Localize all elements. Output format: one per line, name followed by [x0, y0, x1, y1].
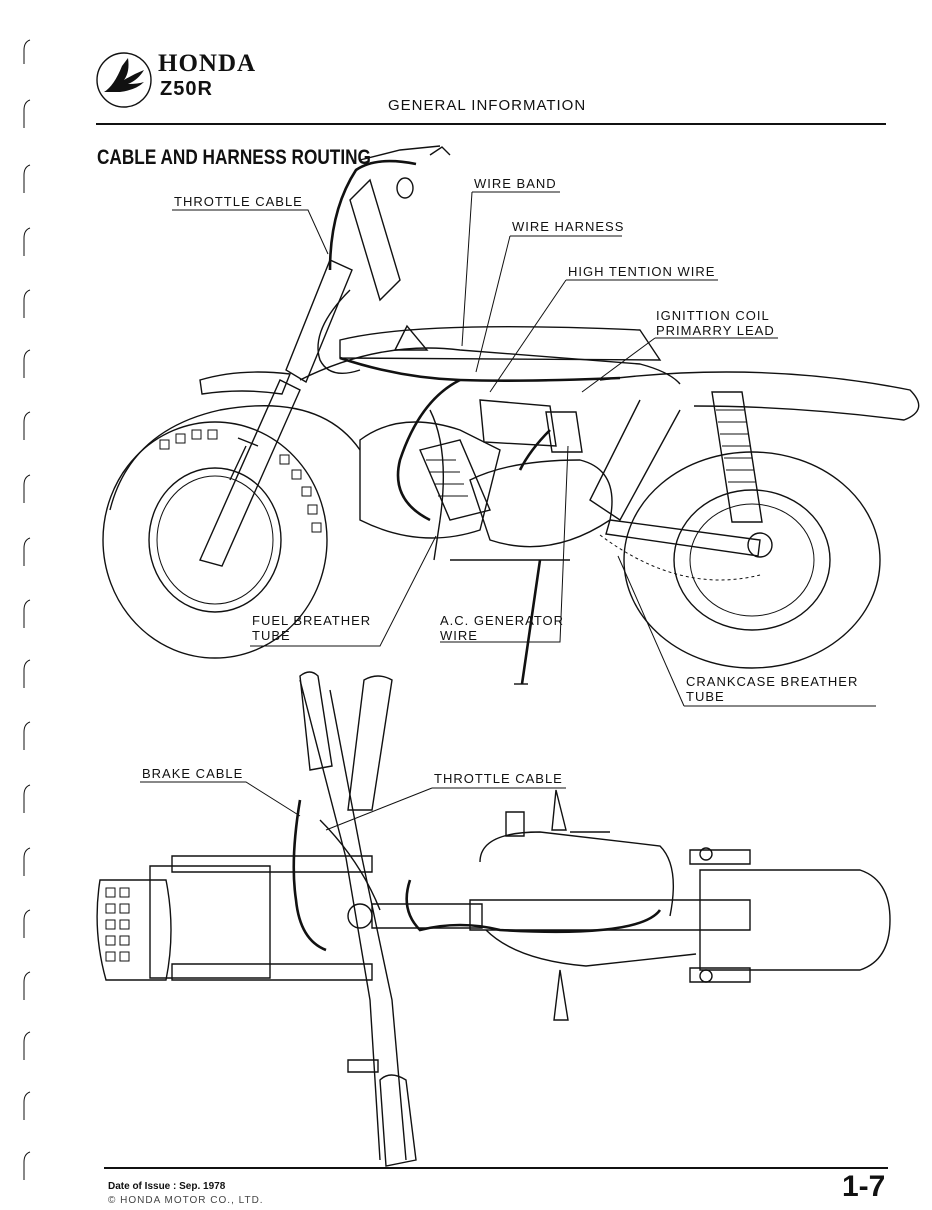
side-view-motorcycle [102, 145, 920, 685]
issue-date: Date of Issue : Sep. 1978 [108, 1181, 226, 1192]
label-throttle-cable-top: THROTTLE CABLE [434, 771, 563, 786]
header-rule [96, 123, 886, 125]
label-primary-lead: PRIMARRY LEAD [656, 323, 775, 338]
page-title: CABLE AND HARNESS ROUTING [97, 146, 371, 169]
label-brake-cable: BRAKE CABLE [142, 766, 244, 781]
label-ignition-coil: IGNITTION COIL [656, 308, 770, 323]
label-throttle-cable: THROTTLE CABLE [174, 194, 303, 209]
honda-wing-logo [96, 52, 152, 108]
top-view-motorcycle [96, 671, 891, 1167]
label-high-tension-wire: HIGH TENTION WIRE [568, 264, 716, 279]
copyright: © HONDA MOTOR CO., LTD. [108, 1195, 264, 1206]
brand-name: HONDA [158, 50, 257, 77]
label-ac-generator: A.C. GENERATOR [440, 613, 565, 628]
binder-marks [23, 39, 31, 1180]
label-crankcase-breather-tube: TUBE [686, 689, 725, 704]
label-fuel-breather-tube: TUBE [252, 628, 291, 643]
label-crankcase-breather: CRANKCASE BREATHER [686, 674, 859, 689]
model-name: Z50R [160, 78, 213, 100]
side-view-leader-lines [172, 191, 876, 707]
label-wire-band: WIRE BAND [474, 176, 557, 191]
section-title: GENERAL INFORMATION [388, 97, 587, 114]
page-number: 1-7 [842, 1170, 886, 1203]
footer-rule [104, 1167, 888, 1169]
label-fuel-breather: FUEL BREATHER [252, 613, 372, 628]
label-wire-harness: WIRE HARNESS [512, 219, 625, 234]
top-view-leader-lines [140, 781, 566, 831]
label-ac-generator-wire: WIRE [440, 628, 478, 643]
